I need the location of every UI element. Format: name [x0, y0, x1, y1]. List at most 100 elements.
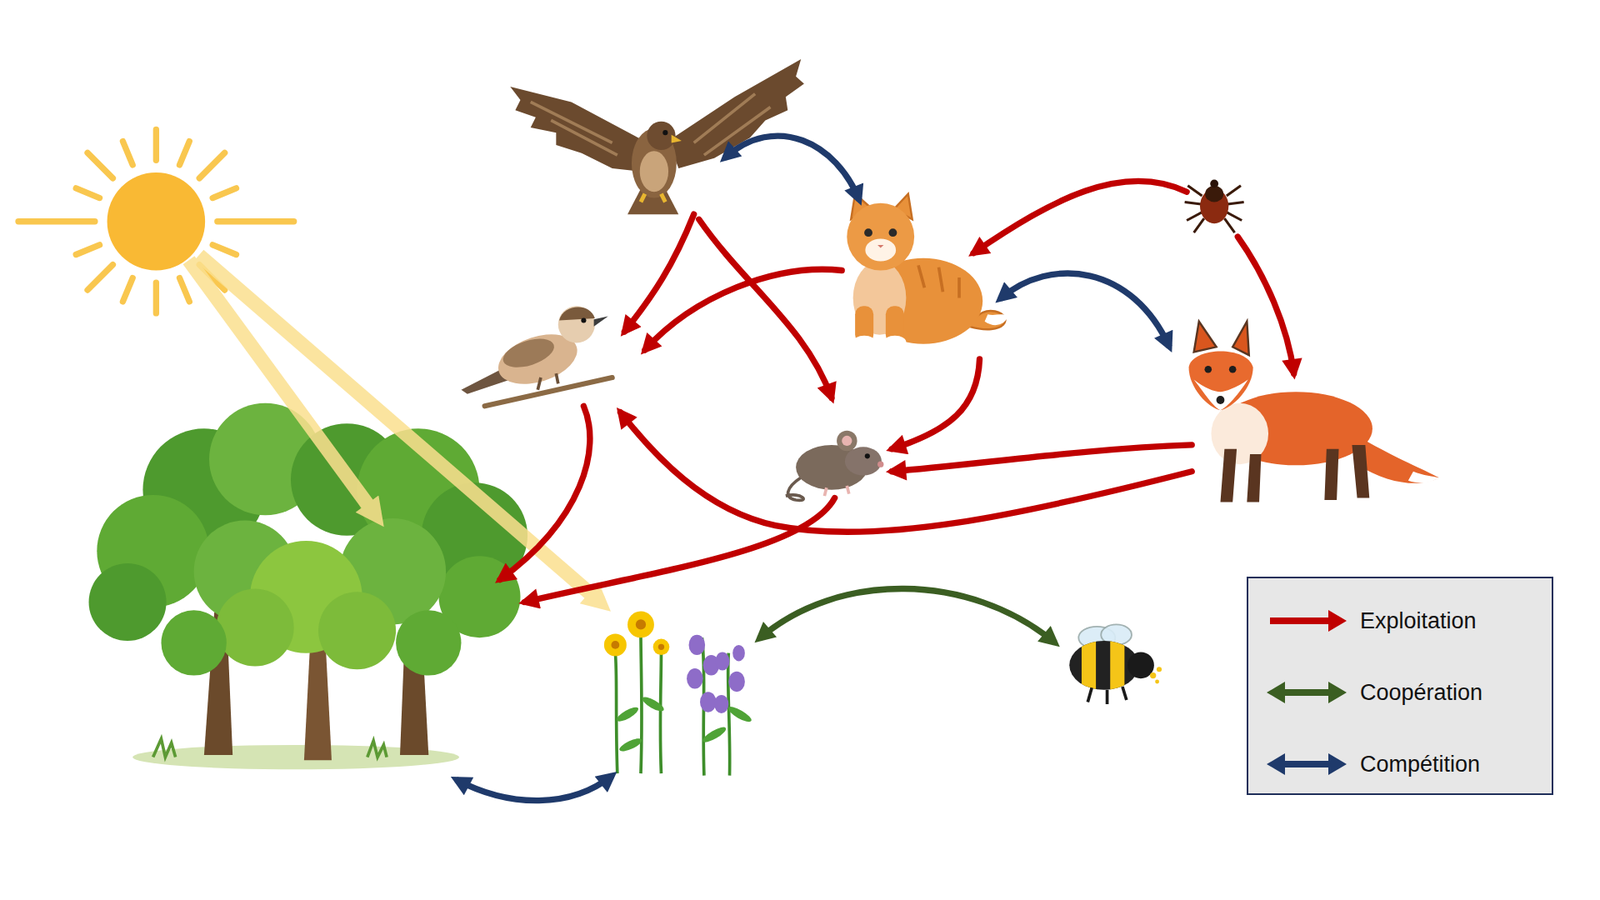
mouse: [785, 430, 885, 501]
cat-part: [889, 228, 898, 237]
mouse-part: [824, 485, 849, 496]
fox-part: [1229, 365, 1237, 374]
legend-arrow-head: [1328, 681, 1347, 704]
flowers-part: [700, 724, 728, 745]
flowers-part: [617, 735, 644, 754]
bird-part: [559, 307, 595, 321]
legend-label: Coopération: [1360, 671, 1483, 714]
exploitation-arrow-part: [620, 412, 1192, 533]
sun: [18, 130, 295, 314]
mouse-part: [877, 460, 884, 467]
competition-arrow: [455, 135, 1170, 801]
legend-row: Exploitation: [1248, 600, 1552, 642]
legend-arrow: [1265, 743, 1349, 785]
legend-label: Compétition: [1360, 743, 1480, 785]
sun-beam: [189, 255, 600, 602]
cat-part: [877, 245, 884, 249]
flowers-part-part: [732, 645, 745, 662]
mouse-part: [845, 446, 882, 475]
flowers: [604, 610, 754, 775]
cooperation-arrow: [759, 589, 1055, 644]
flowers-part: [640, 694, 665, 714]
legend-arrow-shaft: [1281, 760, 1332, 768]
fox-part: [1357, 439, 1440, 484]
hawk-part: [640, 150, 669, 192]
cat-part: [853, 335, 876, 349]
flowers-part-part: [728, 671, 745, 692]
bumblebee-part: [1155, 680, 1160, 685]
exploitation-arrow-part: [524, 498, 835, 603]
legend-label: Exploitation: [1360, 600, 1477, 642]
fox-part: [1216, 395, 1225, 405]
flowers-part: [604, 633, 627, 656]
legend-box: ExploitationCoopérationCompétition: [1246, 576, 1554, 795]
legend-row: Coopération: [1248, 671, 1552, 714]
hawk-part: [662, 130, 668, 135]
flowers-part-part: [689, 635, 706, 655]
bumblebee-part: [1150, 672, 1156, 679]
hawk-part: [510, 86, 648, 172]
legend-arrow-shaft: [1270, 617, 1332, 625]
sun-part: [75, 245, 100, 255]
sun-part: [75, 188, 100, 199]
hawk-part: [671, 135, 682, 144]
cat-part: [864, 228, 873, 237]
flowers-part-part: [715, 651, 730, 670]
sun-part: [153, 282, 160, 314]
bumblebee-part: [1127, 651, 1155, 679]
flowers-part: [610, 640, 620, 650]
legend-arrow-head: [1328, 753, 1347, 775]
bird-part: [558, 305, 595, 343]
flowers-part: [686, 635, 745, 714]
cat-part: [865, 239, 896, 262]
fox: [1189, 321, 1440, 503]
flowers-part: [658, 644, 665, 650]
sun-part: [87, 265, 113, 290]
exploitation-arrow: [500, 180, 1295, 602]
fox-part: [1189, 351, 1254, 411]
legend-arrow: [1265, 600, 1349, 642]
tick-part: [1185, 185, 1245, 233]
bird-part: [594, 316, 609, 327]
exploitation-arrow-part: [500, 405, 590, 580]
tick-part: [1205, 185, 1224, 203]
flowers-part-part: [700, 691, 717, 712]
legend-arrow-head: [1328, 610, 1347, 632]
fox-part: [1408, 471, 1440, 484]
trees-part: [318, 591, 396, 670]
hawk-part: [640, 194, 665, 203]
sun-part: [212, 245, 236, 255]
bumblebee-part: [1087, 686, 1127, 705]
mouse-part: [841, 435, 852, 446]
bird-part: [537, 373, 558, 390]
competition-arrow-part: [724, 135, 860, 200]
flowers-part-part: [714, 695, 729, 714]
sun-part: [87, 152, 113, 178]
mouse-part: [836, 430, 857, 451]
tick-part: [1210, 180, 1219, 189]
legend-row: Compétition: [1248, 743, 1552, 785]
bird: [460, 305, 612, 406]
bumblebee-part: [1156, 666, 1162, 672]
competition-arrow-part: [455, 775, 612, 801]
exploitation-arrow-part: [1237, 236, 1294, 374]
mouse-part: [865, 453, 870, 459]
flowers-part: [726, 704, 754, 725]
cat-part: [985, 314, 1009, 325]
mouse-part: [785, 477, 804, 500]
bird-part: [580, 317, 586, 323]
flowers-part: [627, 610, 655, 638]
cat: [846, 194, 1008, 349]
trees-part: [89, 563, 167, 641]
bumblebee-part: [1081, 632, 1125, 705]
legend-arrow: [1265, 671, 1349, 714]
trees-part: [160, 610, 226, 675]
sun-part: [18, 218, 95, 225]
cooperation-arrow-part: [759, 589, 1055, 644]
sun-part: [122, 141, 133, 165]
sun-part: [107, 172, 206, 271]
bird-part: [485, 377, 613, 406]
cat-part: [846, 203, 915, 271]
trees: [89, 403, 529, 770]
tick: [1185, 180, 1245, 234]
